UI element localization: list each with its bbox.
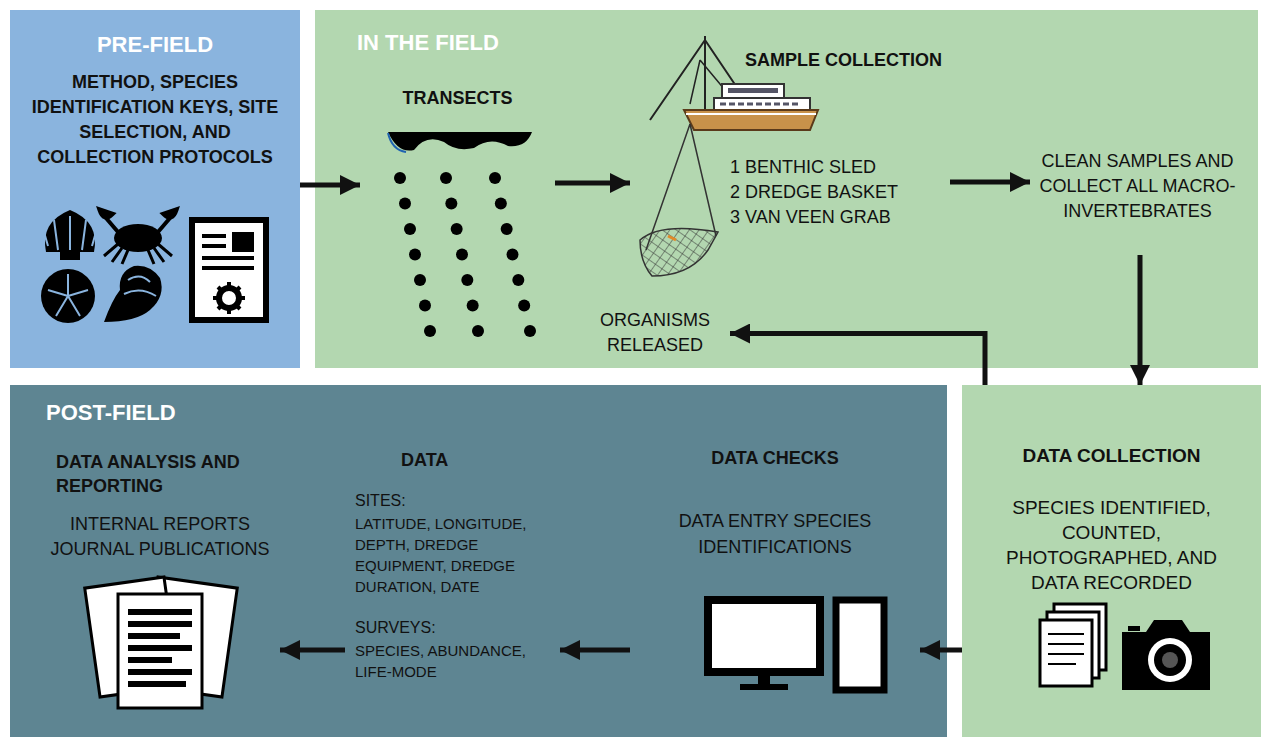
body-text: SURVEYS: xyxy=(355,619,560,637)
sea-surface-line xyxy=(388,133,406,152)
flow-arrow xyxy=(920,648,962,653)
transect-dot xyxy=(394,172,406,184)
flow-arrow xyxy=(560,648,630,653)
flow-arrow xyxy=(300,183,360,188)
sea-surface xyxy=(388,132,532,151)
heading-text: CLEAN SAMPLES AND COLLECT ALL MACRO- INV… xyxy=(1030,149,1245,224)
transect-dot xyxy=(495,198,507,210)
body-text: LATITUDE, LONGITUDE, DEPTH, DREDGE EQUIP… xyxy=(355,513,556,597)
transect-dot xyxy=(409,249,421,261)
transect-dot xyxy=(399,198,411,210)
heading-text: ORGANISMS RELEASED xyxy=(580,308,730,358)
transect-dot xyxy=(524,325,536,337)
heading-text: POST-FIELD xyxy=(46,400,947,426)
body-text: 1 BENTHIC SLED xyxy=(730,155,950,180)
process-box: ORGANISMS RELEASED xyxy=(580,305,730,362)
sand-dollar-icon xyxy=(41,269,95,323)
protocol-document-icon xyxy=(192,220,266,320)
transect-dot xyxy=(472,325,484,337)
heading-text: TRANSECTS xyxy=(360,86,555,110)
boat-illustration xyxy=(640,36,818,276)
body-text: SPECIES, ABUNDANCE, LIFE-MODE xyxy=(355,640,556,682)
heading-text: DATA COLLECTION xyxy=(962,445,1261,467)
scallop-icon xyxy=(44,210,96,260)
data-group: DATA SITES: LATITUDE, LONGITUDE, DEPTH, DR… xyxy=(345,440,560,700)
field-panel: IN THE FIELDTRANSECTSSAMPLE COLLECTION1 … xyxy=(315,10,1258,368)
transect-dot xyxy=(451,223,463,235)
transect-dot xyxy=(512,274,524,286)
body-text: DATA ENTRY SPECIES IDENTIFICATIONS xyxy=(630,508,920,560)
flow-arrow xyxy=(950,180,1030,185)
heading-text: DATA ANALYSIS AND REPORTING xyxy=(56,450,280,498)
transect-dot xyxy=(456,249,468,261)
transect-dot xyxy=(440,172,452,184)
transect-dot xyxy=(424,325,436,337)
crab-icon xyxy=(100,210,176,264)
flow-arrow xyxy=(730,334,985,386)
heading-text: SAMPLE COLLECTION xyxy=(630,48,942,72)
camera-icon xyxy=(1122,620,1210,690)
computer-icon xyxy=(708,600,884,690)
process-box: CLEAN SAMPLES AND COLLECT ALL MACRO- INV… xyxy=(1030,145,1245,255)
transect-dot xyxy=(518,300,530,312)
body-text: SITES: xyxy=(355,492,560,510)
transect-dot xyxy=(501,223,513,235)
heading-text: PRE-FIELD xyxy=(10,32,300,58)
heading-text: DATA xyxy=(401,448,560,472)
transect-dot xyxy=(445,198,457,210)
transect-dot xyxy=(404,223,416,235)
body-text: 3 VAN VEEN GRAB xyxy=(730,205,950,230)
transect-dot xyxy=(414,274,426,286)
body-text: INTERNAL REPORTS JOURNAL PUBLICATIONS xyxy=(40,512,280,562)
conch-icon xyxy=(104,266,162,322)
body-text: METHOD, SPECIES IDENTIFICATION KEYS, SIT… xyxy=(24,70,286,170)
transect-dot xyxy=(489,172,501,184)
transect-dot xyxy=(507,249,519,261)
body-text: SPECIES IDENTIFIED, COUNTED, PHOTOGRAPHE… xyxy=(980,495,1243,595)
flow-arrow xyxy=(280,648,345,653)
flow-arrow xyxy=(1138,255,1143,385)
flow-arrow xyxy=(555,181,630,186)
reports-icon xyxy=(85,577,238,708)
transect-dots xyxy=(394,172,536,337)
transect-dot xyxy=(419,300,431,312)
transect-dot xyxy=(461,274,473,286)
body-text: 2 DREDGE BASKET xyxy=(730,180,950,205)
datasheet-icon xyxy=(1040,604,1106,686)
data-collection-panel: DATA COLLECTION SPECIES IDENTIFIED, COUNT… xyxy=(962,385,1261,737)
heading-text: DATA CHECKS xyxy=(630,446,920,470)
transect-dot xyxy=(467,300,479,312)
